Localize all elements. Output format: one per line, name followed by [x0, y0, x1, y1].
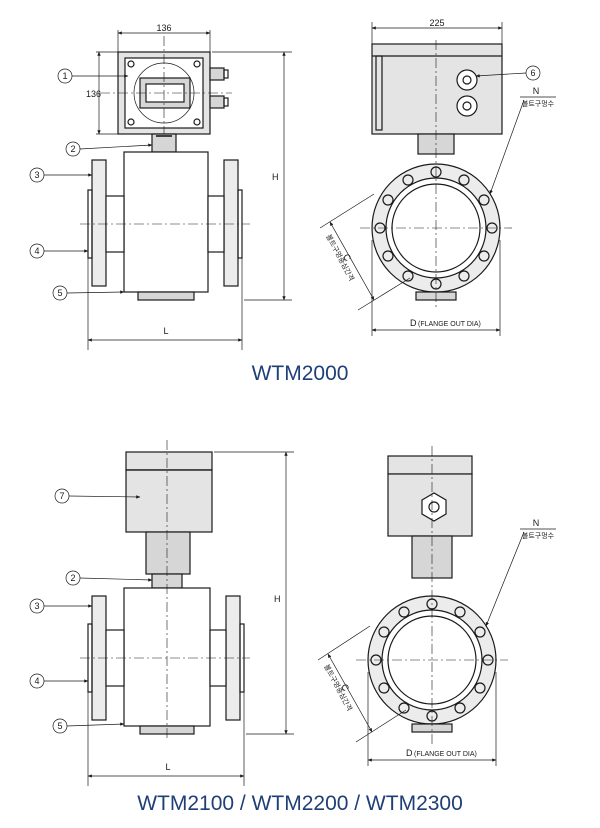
callout-1: 1 — [62, 71, 67, 81]
dim-n-note: 볼트구멍수 — [522, 99, 555, 108]
title-top: WTM2000 — [252, 362, 349, 385]
callout-3: 3 — [34, 170, 39, 180]
dim-n-2: N — [533, 518, 540, 528]
bottom-front-view: H L 7 2 3 4 5 — [29, 440, 294, 786]
callout-4: 4 — [34, 246, 39, 256]
dim-box-width: 136 — [156, 23, 171, 33]
callout-3b: 3 — [34, 601, 39, 611]
dim-l: L — [163, 326, 168, 336]
top-front-view: 136 136 H L 1 2 3 4 5 — [29, 23, 292, 350]
bottom-side-view: N 볼트구멍수 C 볼트구멍중심간격 D (FLANGE OUT DIA) — [317, 446, 556, 766]
dim-c: C — [341, 252, 353, 263]
dim-box-height: 136 — [86, 89, 101, 99]
callout-2b: 2 — [70, 573, 75, 583]
callout-5: 5 — [57, 288, 62, 298]
dim-d-2: D — [406, 748, 413, 758]
dim-d-note-2: (FLANGE OUT DIA) — [414, 751, 477, 758]
dim-h-2: H — [274, 594, 281, 604]
dim-side-width: 225 — [429, 18, 444, 28]
callout-7: 7 — [59, 491, 64, 501]
callout-4b: 4 — [34, 676, 39, 686]
dim-d-note: (FLANGE OUT DIA) — [418, 321, 481, 328]
callout-6: 6 — [530, 68, 535, 78]
top-side-view: 225 6 N 볼트구멍수 C 볼트구멍중심간격 D (FLANGE OUT D… — [319, 18, 556, 336]
dim-n-note-2: 볼트구멍수 — [522, 531, 555, 540]
dim-h: H — [272, 172, 279, 182]
callout-5b: 5 — [57, 721, 62, 731]
bottom-bolt-holes — [370, 598, 494, 722]
title-bottom: WTM2100 / WTM2200 / WTM2300 — [137, 792, 463, 815]
dim-c-2: C — [339, 682, 351, 693]
callout-2: 2 — [70, 144, 75, 154]
dim-n: N — [533, 86, 540, 96]
dim-l-2: L — [165, 762, 170, 772]
dim-d: D — [410, 318, 417, 328]
